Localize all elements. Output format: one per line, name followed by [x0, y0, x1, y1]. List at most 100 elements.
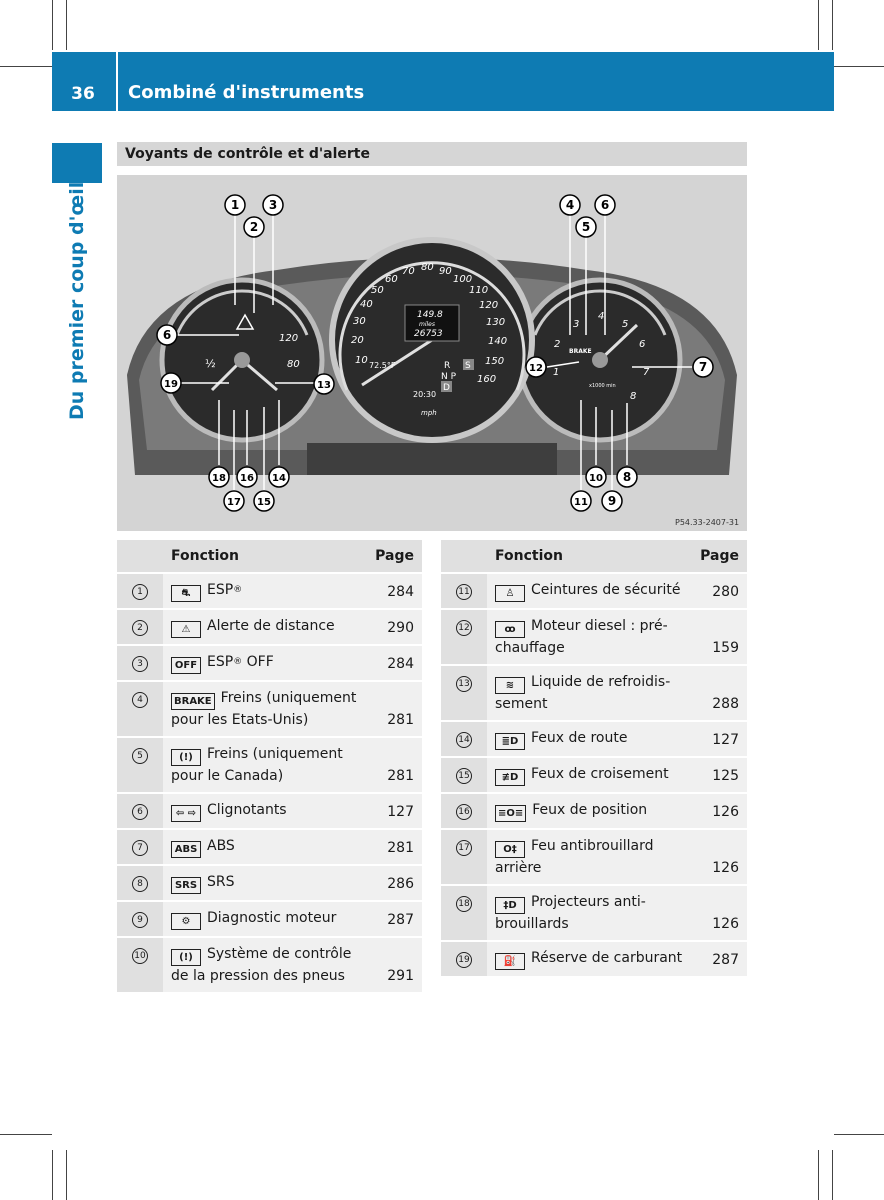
speedometer-arc: [338, 261, 526, 391]
callout-number: 6: [601, 198, 609, 212]
gear-s: S: [465, 361, 471, 371]
crop-mark: [66, 1150, 67, 1200]
speed-number: 140: [488, 336, 507, 347]
crop-mark: [52, 0, 53, 50]
callout-marker: [156, 324, 178, 346]
clock: 20:30: [413, 390, 436, 399]
function-cell: ♙Ceintures de sécurité: [487, 573, 691, 610]
row-number-cell: 11: [441, 573, 487, 610]
function-label: Feu antibrouillard arrière: [495, 838, 654, 876]
function-label: Liquide de refroidis-sement: [495, 674, 671, 712]
page-cell: 286: [366, 865, 422, 902]
col-page-header: Page: [691, 540, 747, 574]
tach-number: 7: [643, 367, 650, 378]
table-row: 1⛐ESP®284: [117, 573, 422, 610]
row-number: 12: [456, 620, 472, 636]
crop-mark: [834, 66, 884, 67]
page-cell: 125: [691, 757, 747, 794]
row-number: 8: [132, 876, 148, 892]
callout-number: 11: [574, 497, 588, 508]
function-cell: ⚠Alerte de distance: [163, 609, 366, 646]
table-row: 5(!)Freins (uniquement pour le Canada)28…: [117, 737, 422, 794]
crop-mark: [834, 1134, 884, 1135]
tach-number: 8: [630, 391, 636, 402]
function-label: Feux de route: [531, 730, 628, 746]
callout-marker: [236, 466, 258, 488]
page-cell: 288: [691, 665, 747, 722]
col-page-header: Page: [366, 540, 422, 574]
row-number-cell: 5: [117, 737, 163, 794]
row-number: 5: [132, 748, 148, 764]
page-cell: 127: [691, 721, 747, 758]
row-number: 11: [456, 584, 472, 600]
speed-number: 40: [360, 299, 373, 310]
function-cell: ≣D Feux de route: [487, 721, 691, 758]
callout-number: 1: [231, 198, 239, 212]
high-beam-icon: ≣D: [495, 733, 525, 750]
side-tab-label: Du premier coup d'œil: [66, 181, 88, 420]
speedometer-needle: [361, 338, 433, 387]
trip-display: [404, 304, 460, 342]
row-number-cell: 18: [441, 885, 487, 942]
page-cell: 291: [366, 937, 422, 994]
brake-label: BRAKE: [569, 348, 592, 355]
callout-number: 18: [212, 473, 226, 484]
row-number-cell: 12: [441, 609, 487, 666]
row-number: 17: [456, 840, 472, 856]
function-cell: ⛐ESP®: [163, 573, 366, 610]
page-number: 36: [71, 84, 95, 104]
callout-marker: [313, 373, 335, 395]
speed-number: 10: [355, 355, 368, 366]
speed-number: 100: [453, 274, 472, 285]
row-number: 13: [456, 676, 472, 692]
callout-number: 10: [589, 473, 603, 484]
callout-marker: [525, 356, 547, 378]
speed-number: 60: [385, 274, 398, 285]
callout-marker: [692, 356, 714, 378]
col-function-header: Fonction: [487, 540, 691, 574]
function-label: Moteur diesel : pré-chauffage: [495, 618, 668, 656]
function-cell: (!)Système de contrôle de la pression de…: [163, 937, 366, 994]
callout-number: 3: [269, 198, 277, 212]
trip-unit: miles: [419, 321, 435, 328]
row-number-cell: 15: [441, 757, 487, 794]
temperature-value: 72.5°F: [369, 361, 396, 370]
gear-s-box: [463, 359, 474, 370]
row-number-cell: 9: [117, 901, 163, 938]
turn-signal-icon: ⇦ ⇨: [171, 805, 201, 822]
function-label: Freins (uniquement pour les Etats-Unis): [171, 690, 357, 728]
callout-marker: [253, 490, 275, 512]
callout-number: 17: [227, 497, 241, 508]
instrument-cluster-svg: 120 80 ½ 2 3 4 5 6 7 1 8 x1000 min BRAKE…: [127, 194, 739, 527]
function-label: Diagnostic moteur: [207, 910, 337, 926]
row-number: 16: [456, 804, 472, 820]
figure-code: P54.33-2407-31: [675, 518, 739, 527]
low-beam-icon: ≢D: [495, 769, 525, 786]
callout-marker: [570, 490, 592, 512]
callout-marker: [224, 194, 246, 216]
function-cell: O‡Feu antibrouillard arrière: [487, 829, 691, 886]
seat-belt-icon: ♙: [495, 585, 525, 602]
row-number: 10: [132, 948, 148, 964]
row-number: 3: [132, 656, 148, 672]
tach-number: 6: [639, 339, 645, 350]
row-number-cell: 4: [117, 681, 163, 738]
callout-number: 5: [582, 220, 590, 234]
abs-icon: ABS: [171, 841, 201, 858]
table-row: 10 (!)Système de contrôle de la pression …: [117, 937, 422, 994]
row-number-cell: 3: [117, 645, 163, 682]
page-cell: 281: [366, 737, 422, 794]
rear-fog-icon: O‡: [495, 841, 525, 858]
